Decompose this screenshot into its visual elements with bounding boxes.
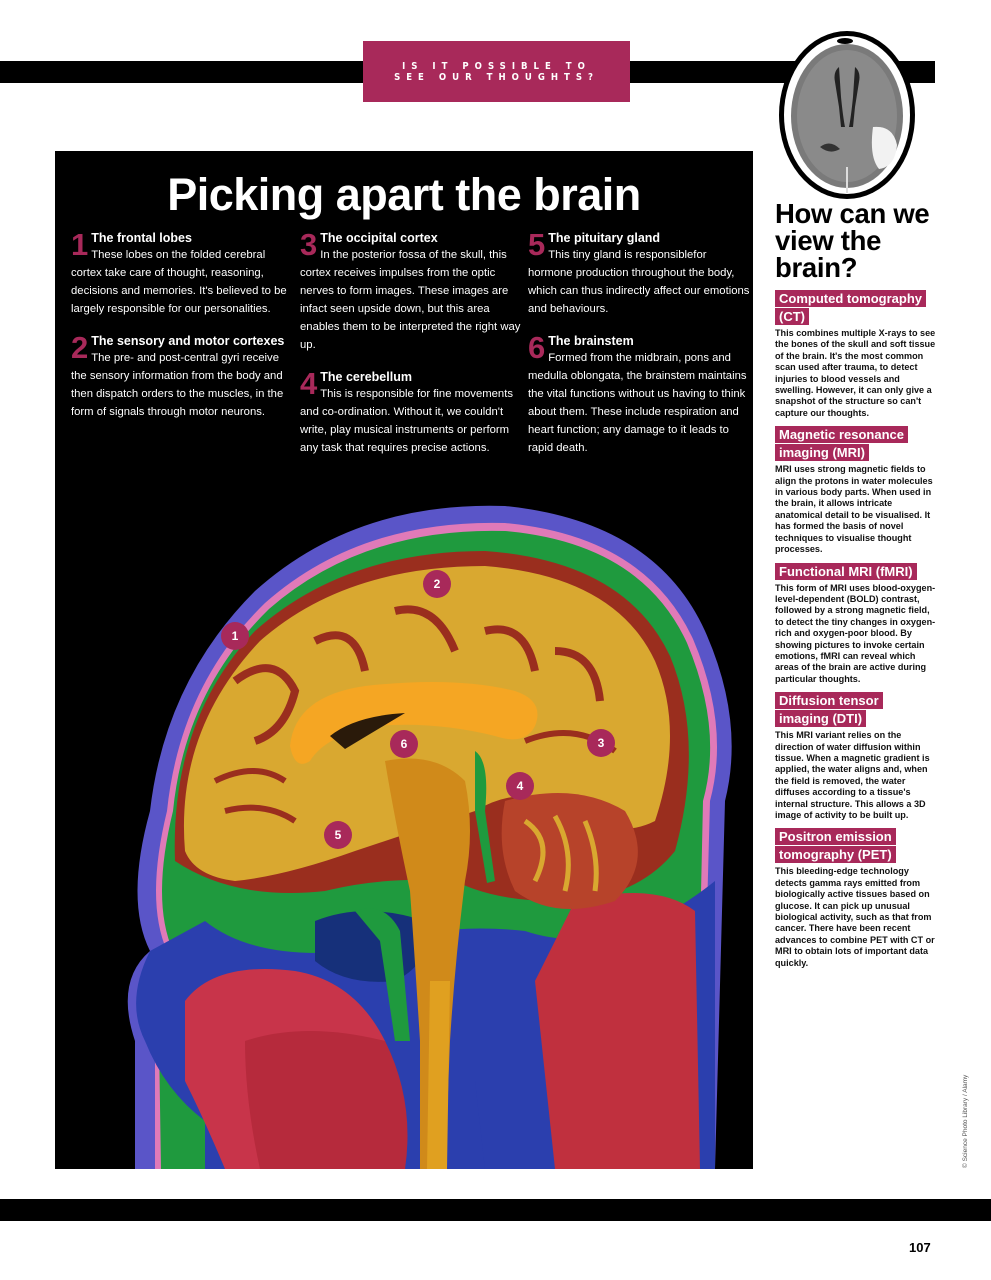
mri-head-image	[127, 505, 732, 1169]
brain-marker-2[interactable]: 2	[423, 570, 451, 598]
footer-bar	[0, 1199, 991, 1221]
item-brainstem: 6 The brainstem Formed from the midbrain…	[528, 330, 750, 457]
page-number: 107	[909, 1240, 931, 1255]
brain-marker-3[interactable]: 3	[587, 729, 615, 757]
scan-fmri: Functional MRI (fMRI) This form of MRI u…	[775, 562, 937, 686]
item-body: Formed from the midbrain, pons and medul…	[528, 352, 747, 454]
column-2: 3 The occipital cortex In the posterior …	[300, 227, 522, 470]
item-body: This is responsible for fine movements a…	[300, 388, 514, 454]
scan-body: This MRI variant relies on the direction…	[775, 730, 930, 820]
scan-label: Computed tomography (CT)	[775, 290, 926, 325]
sidebar-title: How can we view the brain?	[775, 198, 930, 283]
item-body: These lobes on the folded cerebral corte…	[71, 249, 287, 315]
item-number: 1	[71, 227, 89, 262]
ct-scan-image	[779, 31, 915, 199]
item-occipital-cortex: 3 The occipital cortex In the posterior …	[300, 227, 522, 354]
photo-credit: © Science Photo Library / Alamy	[962, 1074, 969, 1168]
scan-body: This combines multiple X-rays to see the…	[775, 328, 936, 418]
scan-pet: Positron emission tomography (PET) This …	[775, 828, 937, 969]
sidebar-how-to-view: How can we view the brain? Computed tomo…	[775, 200, 937, 976]
scan-body: This bleeding-edge technology detects ga…	[775, 866, 935, 968]
item-number: 6	[528, 330, 546, 365]
item-title: The sensory and motor cortexes	[91, 334, 285, 348]
item-number: 5	[528, 227, 546, 262]
scan-dti: Diffusion tensor imaging (DTI) This MRI …	[775, 692, 937, 821]
item-body: This tiny gland is responsiblefor hormon…	[528, 249, 750, 315]
scan-label: Magnetic resonance imaging (MRI)	[775, 426, 908, 462]
scan-body: This form of MRI uses blood-oxygen-level…	[775, 582, 936, 684]
item-cerebellum: 4 The cerebellum This is responsible for…	[300, 366, 522, 457]
brain-marker-5[interactable]: 5	[324, 821, 352, 849]
item-number: 2	[71, 330, 89, 365]
item-sensory-motor: 2 The sensory and motor cortexes The pre…	[71, 330, 293, 421]
item-title: The cerebellum	[320, 370, 412, 384]
scan-label: Functional MRI (fMRI)	[775, 562, 917, 580]
column-1: 1 The frontal lobes These lobes on the f…	[71, 227, 293, 434]
page-title: Picking apart the brain	[167, 169, 641, 220]
brain-marker-1[interactable]: 1	[221, 622, 249, 650]
item-body: In the posterior fossa of the skull, thi…	[300, 249, 521, 351]
item-number: 4	[300, 366, 318, 401]
item-title: The pituitary gland	[548, 231, 661, 245]
scan-ct: Computed tomography (CT) This combines m…	[775, 290, 937, 419]
item-number: 3	[300, 227, 318, 262]
scan-label: Diffusion tensor imaging (DTI)	[775, 692, 883, 728]
item-title: The brainstem	[548, 334, 634, 348]
item-pituitary-gland: 5 The pituitary gland This tiny gland is…	[528, 227, 750, 318]
section-kicker: IS IT POSSIBLE TO SEE OUR THOUGHTS?	[363, 41, 630, 102]
scan-label: Positron emission tomography (PET)	[775, 828, 896, 864]
brain-infographic-panel: Picking apart the brain 1 The frontal lo…	[55, 151, 753, 1169]
item-title: The occipital cortex	[320, 231, 438, 245]
brain-marker-6[interactable]: 6	[390, 730, 418, 758]
item-frontal-lobes: 1 The frontal lobes These lobes on the f…	[71, 227, 293, 318]
column-3: 5 The pituitary gland This tiny gland is…	[528, 227, 750, 470]
brain-marker-4[interactable]: 4	[506, 772, 534, 800]
scan-mri: Magnetic resonance imaging (MRI) MRI use…	[775, 426, 937, 555]
item-title: The frontal lobes	[91, 231, 192, 245]
item-body: The pre- and post-central gyri receive t…	[71, 352, 284, 418]
scan-body: MRI uses strong magnetic fields to align…	[775, 464, 933, 555]
